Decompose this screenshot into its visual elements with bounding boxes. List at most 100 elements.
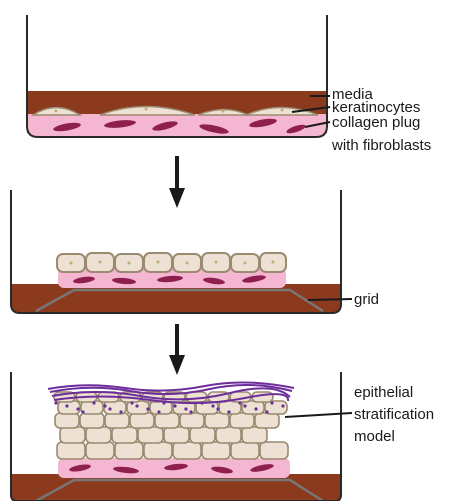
keratinocyte-row xyxy=(56,252,287,273)
model-label-line-1: epithelial xyxy=(354,384,413,401)
keratinocyte-cell xyxy=(99,105,196,116)
keratinocyte-cell xyxy=(230,441,260,460)
nucleus xyxy=(280,108,284,112)
keratinocyte-cell xyxy=(57,400,81,415)
cornified-granule xyxy=(211,404,215,408)
keratinocyte-cell xyxy=(54,412,80,429)
keratinocyte-cell xyxy=(163,426,190,444)
cornified-granule xyxy=(238,401,242,405)
fibroblast xyxy=(199,124,229,134)
cornified-granule xyxy=(76,407,80,411)
cornified-granule xyxy=(135,404,139,408)
keratinocyte-cell xyxy=(201,441,231,460)
cornified-granule xyxy=(65,404,69,408)
support-grid xyxy=(35,478,324,501)
cornified-strand xyxy=(53,393,289,405)
cornified-granule xyxy=(146,407,150,411)
cornified-granule xyxy=(54,401,58,405)
cornified-granule xyxy=(130,401,134,405)
keratinocyte-nuclei xyxy=(69,260,275,265)
arrow-down-icon xyxy=(169,324,185,375)
fibroblast-group xyxy=(53,118,306,134)
cornified-strand xyxy=(47,381,295,392)
fibroblast xyxy=(69,464,91,472)
cornified-granule xyxy=(189,410,193,414)
model-label-line-3: model xyxy=(354,428,395,445)
stratified-keratinocyte-layers xyxy=(53,391,289,460)
keratinocyte-cell xyxy=(229,412,255,429)
nucleus xyxy=(98,260,102,264)
cornified-strand xyxy=(49,384,293,396)
fibroblast xyxy=(249,118,277,128)
collagen-leader xyxy=(304,121,331,128)
cornified-granule xyxy=(270,401,274,405)
fibroblast xyxy=(203,277,225,285)
panel-3-stratified-epithelium xyxy=(10,372,342,501)
nucleus xyxy=(243,261,247,265)
keratinocyte-cell xyxy=(129,412,155,429)
keratinocyte-cell xyxy=(259,441,289,460)
keratinocyte-cell xyxy=(143,441,173,460)
cornified-granule xyxy=(103,404,107,408)
arrow-down-icon xyxy=(169,156,185,208)
cornified-granule xyxy=(119,410,123,414)
keratinocyte-cell xyxy=(215,426,242,444)
nucleus xyxy=(127,261,131,265)
fibroblast-group xyxy=(73,275,266,285)
keratinocyte-cell xyxy=(154,412,180,429)
cornified-granule xyxy=(108,407,112,411)
keratinocyte-cell xyxy=(56,441,86,460)
fibroblast xyxy=(286,124,306,134)
grid-leader xyxy=(307,298,353,301)
cornified-granule xyxy=(184,407,188,411)
model-leader xyxy=(284,412,353,418)
fibroblast xyxy=(242,275,266,283)
keratinocyte-cell xyxy=(264,400,288,415)
cornified-granule xyxy=(157,410,161,414)
cornified-granule xyxy=(162,401,166,405)
nucleus xyxy=(221,109,225,113)
keratinocyte-cell xyxy=(104,412,130,429)
keratinocyte-cell xyxy=(126,400,150,415)
nucleus xyxy=(69,261,73,265)
keratinocyte-cell xyxy=(114,441,144,460)
fibroblasts-label: with fibroblasts xyxy=(331,137,431,154)
keratinocyte-cell xyxy=(85,441,115,460)
keratinocyte-cell xyxy=(189,426,216,444)
cornified-granule xyxy=(281,404,285,408)
panel-2-labels: grid xyxy=(307,291,379,308)
fibroblast xyxy=(157,275,183,283)
cornified-granule xyxy=(227,410,231,414)
nucleus xyxy=(156,260,160,264)
cornified-layer xyxy=(47,381,295,414)
nucleus xyxy=(271,260,275,264)
panel-1-labels: media keratinocytes collagen plug with f… xyxy=(291,86,431,154)
nucleus xyxy=(214,260,218,264)
keratinocyte-cell xyxy=(59,426,86,444)
cornified-granule xyxy=(265,410,269,414)
culture-dish-1 xyxy=(26,15,328,138)
culture-dish-3 xyxy=(10,372,342,501)
collagen-plug-label: collagen plug xyxy=(332,114,420,131)
panel-2-dish-with-grid xyxy=(10,190,342,314)
media-label: media xyxy=(332,86,374,103)
keratinocyte-cell xyxy=(79,412,105,429)
keratinocyte-cell xyxy=(111,426,138,444)
keratinocyte-cell xyxy=(179,412,205,429)
cornified-granule xyxy=(92,401,96,405)
cornified-granule xyxy=(254,407,258,411)
nucleus xyxy=(144,107,148,111)
model-label-line-2: stratification xyxy=(354,406,434,423)
nucleus xyxy=(54,109,58,113)
support-grid xyxy=(35,288,324,313)
keratinocyte-cell xyxy=(172,441,202,460)
keratinocyte-nuclei xyxy=(54,107,284,113)
fibroblast xyxy=(113,466,139,474)
cornified-granule xyxy=(81,410,85,414)
keratinocyte-cell xyxy=(137,426,164,444)
cornified-strand xyxy=(51,387,291,401)
fibroblast xyxy=(112,277,136,285)
keratinocyte-cell xyxy=(204,412,230,429)
keratinocyte-cell xyxy=(85,426,112,444)
